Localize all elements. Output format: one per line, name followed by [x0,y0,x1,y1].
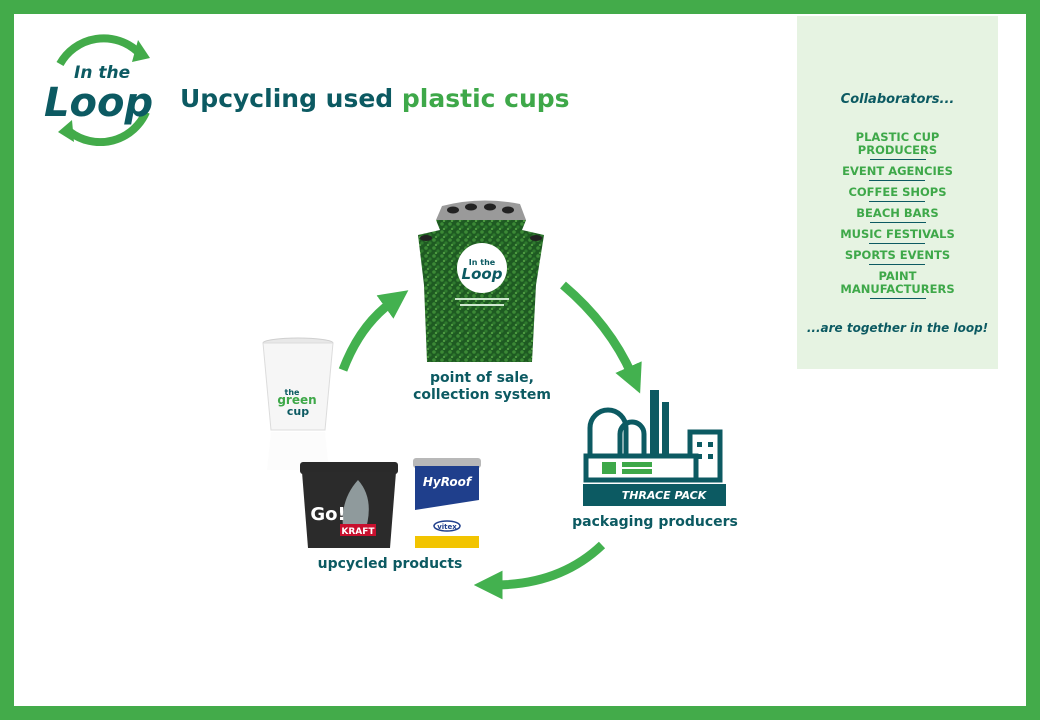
page-title: Upcycling used plastic cups [180,84,570,113]
paint-can: HyRoof vitex [413,458,481,548]
collaborator-item: PLASTIC CUP PRODUCERS [797,131,998,160]
bin-logo-main: Loop [462,265,503,283]
arrow-collection-to-producers [560,281,642,394]
cup-text-mid: green [277,393,316,407]
collection-label-line2: collection system [413,387,551,403]
products-label: upcycled products [317,556,463,572]
bucket-brand: KRAFT [341,527,375,537]
collection-label: point of sale, collection system [402,370,562,404]
collaborators-list: PLASTIC CUP PRODUCERS EVENT AGENCIES COF… [797,131,998,304]
title-accent: plastic cups [401,84,570,113]
collaborator-label: COFFEE SHOPS [848,185,947,202]
collaborators-panel: Collaborators... PLASTIC CUP PRODUCERS E… [797,16,998,369]
collaborator-label: SPORTS EVENTS [844,248,951,265]
collaborator-label: MUSIC FESTIVALS [840,227,955,244]
collaborators-footer: ...are together in the loop! [806,321,989,335]
collaborators-heading: Collaborators... [840,92,955,107]
collection-label-line1: point of sale, [430,370,534,386]
thrace-pack-brand: THRACE PACK [622,489,708,502]
producers-label: packaging producers [572,514,738,530]
collaborator-label: PAINT MANUFACTURERS [838,270,958,299]
logo-text-top: In the [74,63,130,83]
collaborator-label: PLASTIC CUP PRODUCERS [852,131,944,160]
arrow-cup-to-collection [338,290,409,372]
collaborator-item: COFFEE SHOPS [797,185,998,202]
collaborator-item: BEACH BARS [797,206,998,223]
factory-icon: THRACE PACK [583,390,726,506]
collaborator-item: PAINT MANUFACTURERS [797,270,998,299]
collaborator-label: BEACH BARS [856,206,939,223]
collection-bin: In the Loop [418,200,544,362]
cup-text-top: the [285,388,301,397]
logo-text-main: Loop [44,80,153,126]
collaborator-item: SPORTS EVENTS [797,248,998,265]
arrow-producers-to-products [473,541,606,600]
in-the-loop-logo: In the Loop [44,34,153,146]
cycle-graphics: In the Loop the green cup [262,200,726,600]
recycling-cycle-diagram: In the Loop the green cup [240,190,760,610]
collaborator-label: EVENT AGENCIES [842,164,953,181]
bucket-text: Go! [310,504,345,525]
title-main: Upcycling used [180,84,402,113]
collaborator-item: EVENT AGENCIES [797,164,998,181]
green-cup: the green cup [262,337,334,470]
collaborator-item: MUSIC FESTIVALS [797,227,998,244]
paint-bucket: Go! KRAFT [300,462,398,548]
bin-logo-top: In the [469,258,496,267]
can-text: HyRoof [423,475,473,489]
can-brand: vitex [437,523,457,531]
cup-text-bot: cup [287,405,309,418]
